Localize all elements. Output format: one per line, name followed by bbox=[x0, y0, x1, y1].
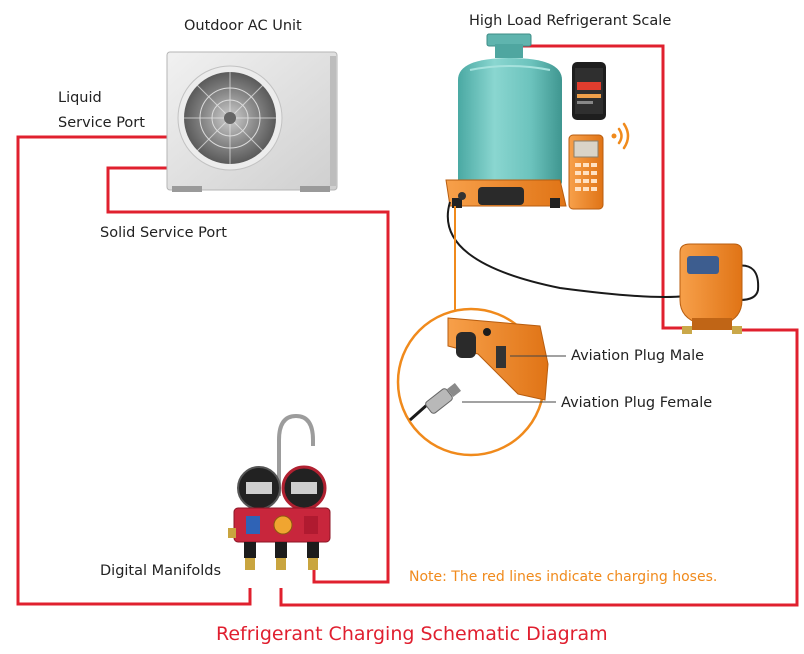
hose-note: Note: The red lines indicate charging ho… bbox=[409, 569, 718, 585]
hose-scale bbox=[519, 44, 684, 330]
aviation-plug-zoom-icon bbox=[396, 307, 549, 457]
aviation-male-label: Aviation Plug Male bbox=[571, 348, 705, 364]
outdoor-unit-label: Outdoor AC Unit bbox=[184, 18, 302, 34]
digital-manifold-icon bbox=[228, 413, 331, 570]
scale-label: High Load Refrigerant Scale bbox=[469, 13, 672, 29]
aviation-plug-device-icon bbox=[679, 243, 743, 334]
signal-cable bbox=[446, 201, 687, 298]
hose-manifold-to-plug bbox=[279, 328, 799, 607]
ac-outdoor-unit-icon bbox=[166, 51, 338, 192]
manifolds-label: Digital Manifolds bbox=[100, 563, 222, 579]
solid-port-label: Solid Service Port bbox=[100, 225, 227, 241]
signal-cable-right bbox=[735, 264, 760, 301]
wireless-signal-icon bbox=[611, 122, 630, 150]
liquid-port-label-line1: Liquid bbox=[58, 90, 102, 106]
smartphone-icon bbox=[572, 62, 606, 120]
charging-hoses bbox=[16, 44, 799, 607]
refrigerant-tank-icon bbox=[445, 33, 567, 208]
hose-solid-port bbox=[106, 166, 390, 584]
aviation-female-label: Aviation Plug Female bbox=[561, 395, 713, 411]
wireless-remote-icon bbox=[568, 134, 604, 210]
diagram-title: Refrigerant Charging Schematic Diagram bbox=[216, 623, 608, 645]
liquid-port-label-line2: Service Port bbox=[58, 115, 145, 131]
hose-liquid-port bbox=[16, 135, 252, 606]
